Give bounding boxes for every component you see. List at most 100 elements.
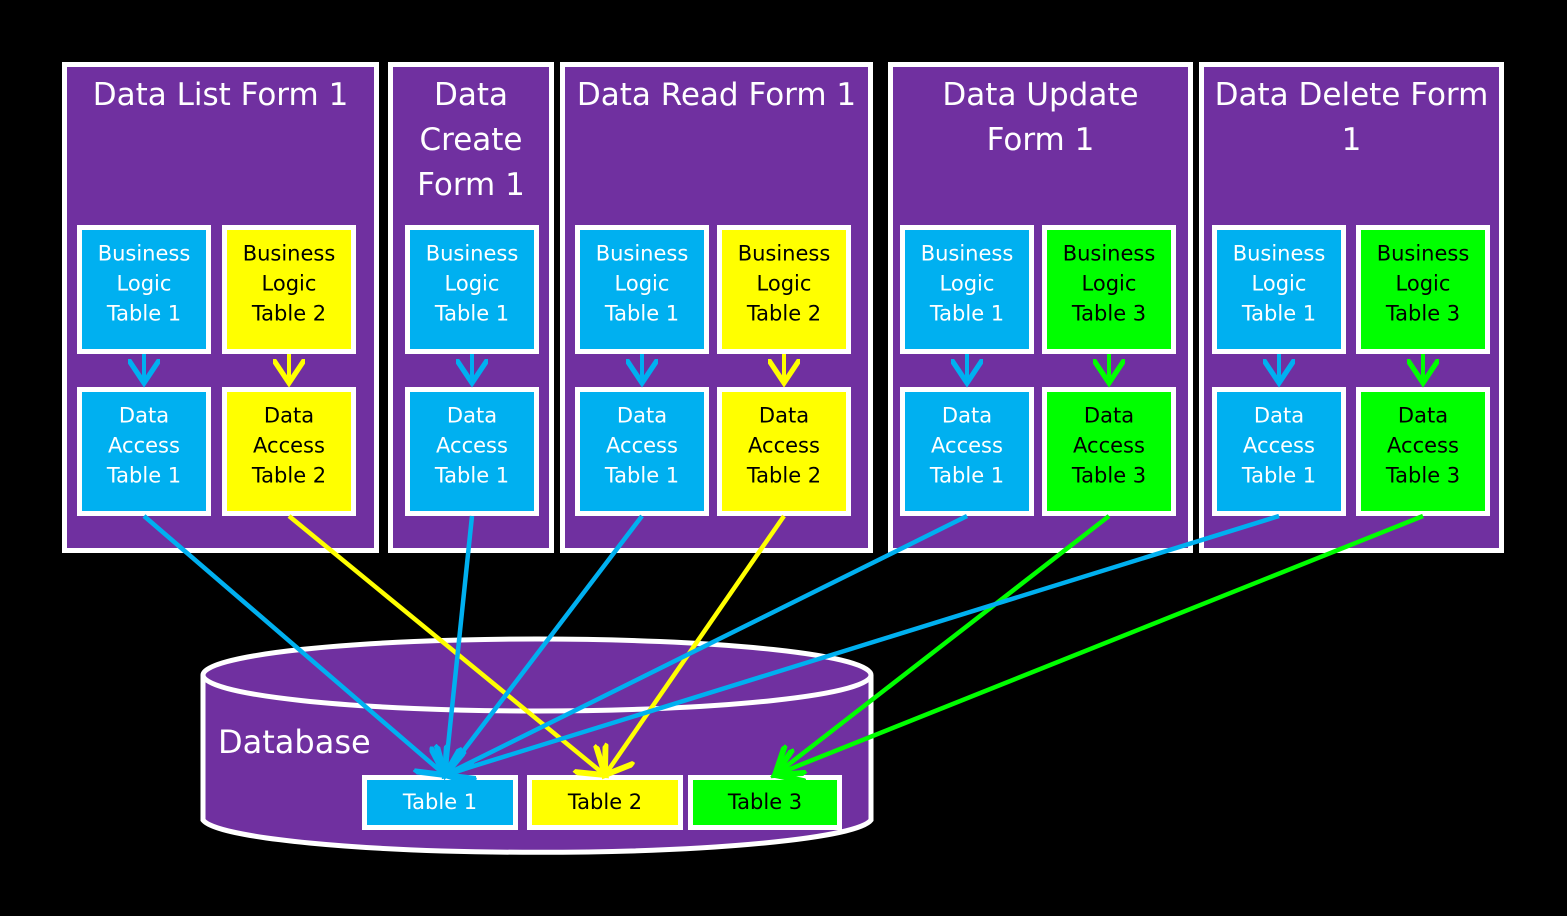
data-access-box [222, 387, 356, 516]
data-access-box [77, 387, 211, 516]
database-label: Database [218, 723, 371, 761]
connector-table-1 [142, 514, 445, 775]
data-access-label: Table 3 [1071, 464, 1146, 488]
data-access-box [1042, 387, 1176, 516]
business-logic-label: Table 2 [251, 302, 326, 326]
connector-table-3 [775, 513, 1424, 775]
data-access-box [575, 387, 709, 516]
business-logic-label: Logic [940, 272, 995, 296]
business-logic-label: Business [1233, 242, 1326, 266]
data-access-label: Data [759, 404, 809, 428]
data-access-label: Access [1073, 434, 1145, 458]
business-logic-label: Table 1 [929, 302, 1004, 326]
data-access-label: Data [1254, 404, 1304, 428]
db-table-label: Table 1 [402, 790, 477, 814]
business-logic-box [405, 225, 539, 354]
connector-table-3 [775, 514, 1111, 775]
form-title: Create [419, 122, 522, 158]
business-logic-label: Business [426, 242, 519, 266]
business-logic-box [222, 225, 356, 354]
business-logic-label: Logic [1252, 272, 1307, 296]
connector-table-1 [445, 513, 1280, 775]
data-access-label: Data [119, 404, 169, 428]
form-title: 1 [1342, 122, 1362, 158]
business-logic-label: Logic [615, 272, 670, 296]
business-logic-label: Logic [1396, 272, 1451, 296]
business-logic-label: Business [596, 242, 689, 266]
connector-table-2 [605, 514, 786, 775]
data-access-label: Data [617, 404, 667, 428]
business-logic-box [717, 225, 851, 354]
connector-table-1 [445, 514, 644, 775]
business-logic-label: Table 1 [434, 302, 509, 326]
business-logic-box [900, 225, 1034, 354]
data-access-label: Table 1 [929, 464, 1004, 488]
business-logic-label: Business [1063, 242, 1156, 266]
business-logic-box [575, 225, 709, 354]
data-access-label: Table 1 [106, 464, 181, 488]
business-logic-label: Logic [262, 272, 317, 296]
data-access-label: Access [748, 434, 820, 458]
data-access-box [405, 387, 539, 516]
data-access-label: Access [436, 434, 508, 458]
form-title: Data List Form 1 [93, 77, 349, 113]
data-access-label: Access [931, 434, 1003, 458]
form-title: Data Update [942, 77, 1138, 113]
data-access-label: Data [1398, 404, 1448, 428]
data-access-label: Table 2 [746, 464, 821, 488]
connector-table-2 [287, 514, 605, 775]
business-logic-label: Business [243, 242, 336, 266]
database-tables: Table 1 Table 2 Table 3 [362, 775, 842, 830]
data-access-box [1212, 387, 1346, 516]
data-access-box [900, 387, 1034, 516]
data-access-label: Access [606, 434, 678, 458]
data-access-box [717, 387, 851, 516]
data-access-label: Table 2 [251, 464, 326, 488]
business-logic-label: Table 2 [746, 302, 821, 326]
business-logic-box [1212, 225, 1346, 354]
business-logic-label: Table 1 [1241, 302, 1316, 326]
db-table-3 [688, 775, 842, 830]
data-access-label: Access [1387, 434, 1459, 458]
connector-table-1 [445, 515, 475, 775]
data-access-label: Table 1 [434, 464, 509, 488]
data-access-label: Access [253, 434, 325, 458]
form-title: Data Read Form 1 [577, 77, 856, 113]
data-access-label: Data [942, 404, 992, 428]
connector-lines [142, 513, 1424, 775]
business-logic-label: Business [98, 242, 191, 266]
data-access-label: Table 1 [1241, 464, 1316, 488]
data-access-label: Table 3 [1385, 464, 1460, 488]
business-logic-label: Table 3 [1071, 302, 1146, 326]
business-logic-label: Table 1 [604, 302, 679, 326]
business-logic-label: Logic [757, 272, 812, 296]
business-logic-box [1042, 225, 1176, 354]
data-access-label: Access [1243, 434, 1315, 458]
data-access-label: Access [108, 434, 180, 458]
form-title: Form 1 [987, 122, 1095, 158]
form-title: Form 1 [417, 167, 525, 203]
db-table-label: Table 3 [727, 790, 802, 814]
business-logic-label: Business [921, 242, 1014, 266]
business-logic-box [1356, 225, 1490, 354]
data-access-label: Data [1084, 404, 1134, 428]
business-logic-label: Business [1377, 242, 1470, 266]
db-table-label: Table 2 [567, 790, 642, 814]
business-logic-label: Logic [445, 272, 500, 296]
data-access-label: Data [447, 404, 497, 428]
business-logic-label: Logic [1082, 272, 1137, 296]
